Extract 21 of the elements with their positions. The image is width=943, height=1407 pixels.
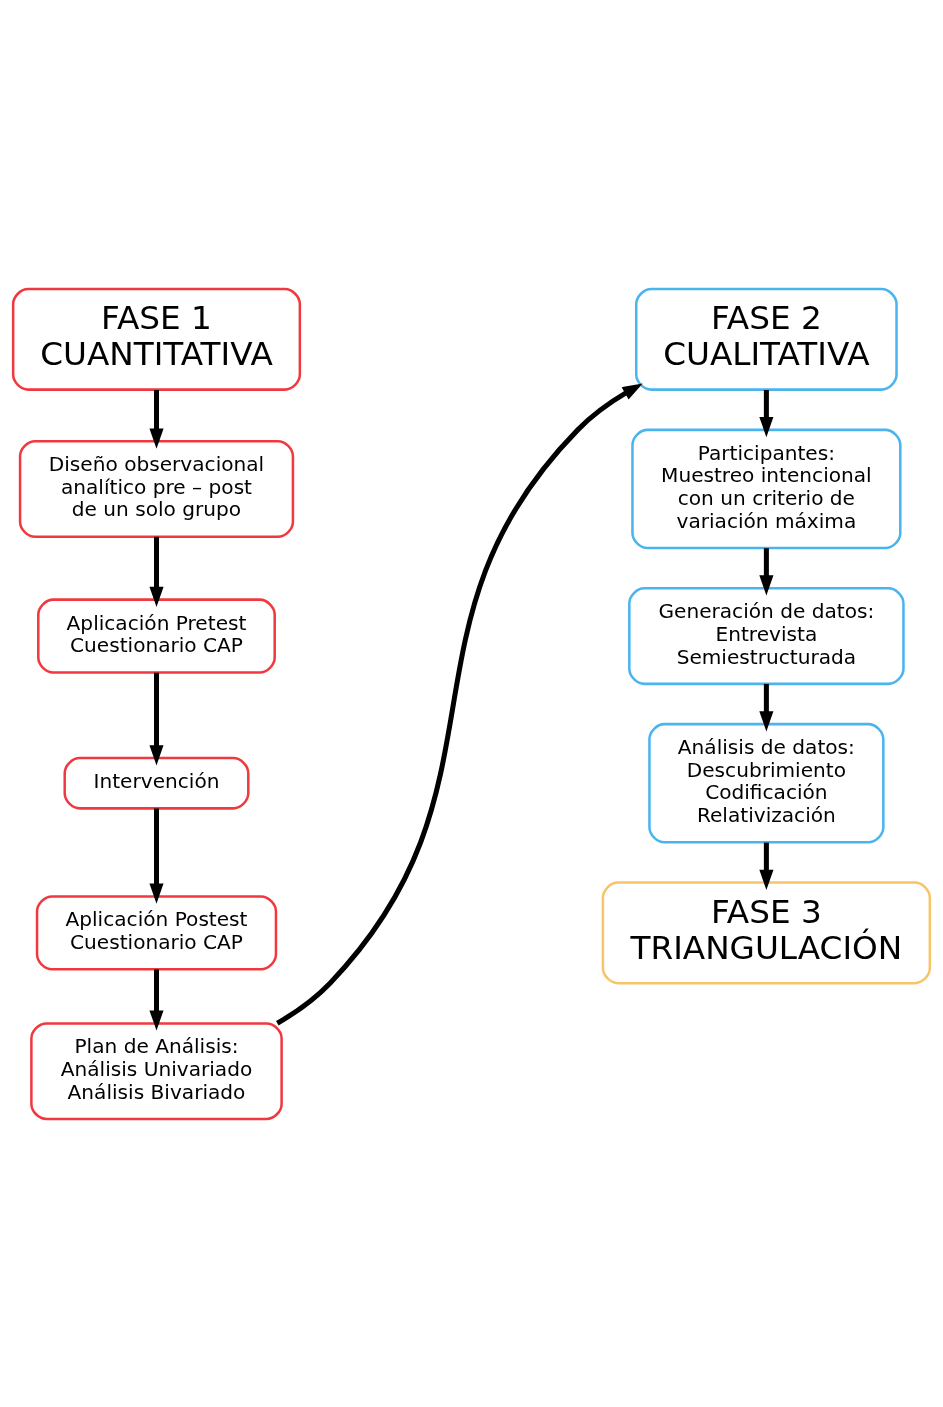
arrow (759, 842, 774, 890)
arrow (276, 382, 643, 1025)
arrow (149, 807, 164, 904)
node-box: Participantes: Muestreo intencional con un criterio de variación máxima (631, 428, 902, 549)
arrow (149, 536, 164, 607)
arrow (149, 389, 164, 449)
node-box: Intervención (63, 756, 250, 810)
node-box: Análisis de datos: Descubrimiento Codificación Relativización (648, 722, 885, 844)
node-box: FASE 1 CUANTITATIVA (11, 287, 302, 391)
node-box: Plan de Análisis: Análisis Univariado Análisis Bivariado (30, 1021, 283, 1120)
node-box: Generación de datos: Entrevista Semiestructurada (628, 586, 905, 685)
arrow (759, 389, 774, 437)
node-box: Aplicación Postest Cuestionario CAP (35, 894, 278, 971)
arrow (759, 547, 774, 596)
arrow (759, 683, 774, 731)
node-box: Aplicación Pretest Cuestionario CAP (37, 597, 276, 674)
node-box: Diseño observacional analítico pre – post de un solo grupo (18, 439, 295, 538)
arrow (149, 672, 164, 765)
node-box: FASE 2 CUALITATIVA (634, 287, 898, 391)
node-box: FASE 3 TRIANGULACIÓN (601, 880, 932, 984)
arrow (149, 968, 164, 1031)
